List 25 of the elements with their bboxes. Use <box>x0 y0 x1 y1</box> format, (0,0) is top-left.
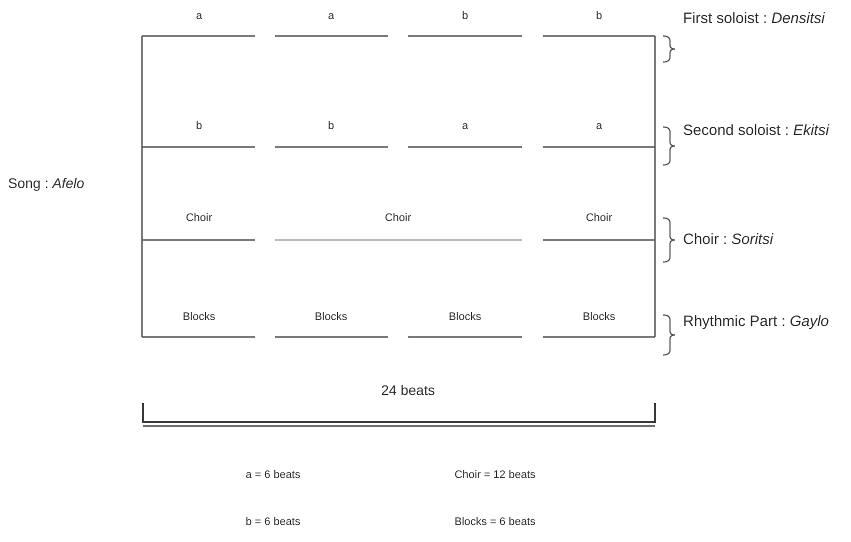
legend-note: a = 6 beats <box>246 469 300 482</box>
legend-note: Choir = 12 beats <box>454 469 536 482</box>
part-label: Rhythmic Part : Gaylo <box>683 313 830 331</box>
section-letter: b <box>196 120 202 134</box>
part-label: Second soloist : Ekitsi <box>683 122 830 140</box>
section-letter: a <box>328 10 334 24</box>
section-label: Choir <box>384 212 412 226</box>
section-letter: a <box>596 120 602 134</box>
part-label: Choir : Soritsi <box>683 231 774 249</box>
section-label: Choir <box>186 212 212 226</box>
part-label: First soloist : Densitsi <box>683 10 826 28</box>
section-letter: a <box>462 120 468 134</box>
song-label: Song : Afelo <box>8 175 84 192</box>
section-label: Blocks <box>582 311 616 324</box>
legend-note: b = 6 beats <box>246 516 300 530</box>
legend-note: Blocks = 6 beats <box>454 516 536 530</box>
section-label: Blocks <box>182 311 216 324</box>
section-label: Choir <box>586 212 612 226</box>
section-letter: a <box>196 10 202 24</box>
duration-label: 24 beats <box>381 382 435 399</box>
section-letter: b <box>596 10 602 24</box>
section-label: Blocks <box>314 311 348 324</box>
section-label: Blocks <box>448 311 482 324</box>
section-letter: b <box>328 120 334 134</box>
section-letter: b <box>462 10 468 24</box>
